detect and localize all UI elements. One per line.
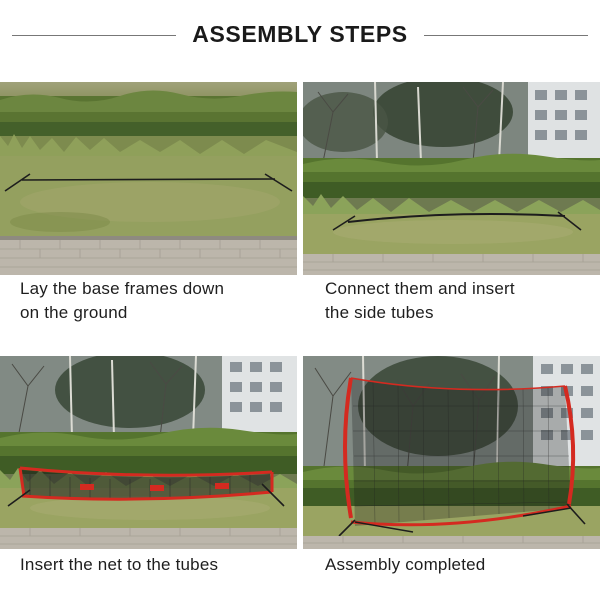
step-1-illustration: [0, 82, 297, 275]
header-rule-left: [12, 35, 176, 36]
assembled-net: [338, 377, 586, 537]
step-3-illustration: [0, 356, 297, 549]
step-3-photo: [0, 356, 297, 549]
step-2-caption-line-2: the side tubes: [325, 303, 434, 322]
step-3-caption: Insert the net to the tubes: [20, 553, 218, 577]
assembly-header: ASSEMBLY STEPS: [0, 18, 600, 54]
base-frame: [347, 213, 566, 223]
step-3-caption-line-1: Insert the net to the tubes: [20, 555, 219, 574]
step-1-caption-line-2: on the ground: [20, 303, 128, 322]
paving: [303, 536, 600, 549]
step-4-caption-line-1: Assembly completed: [325, 555, 486, 574]
header-rule-right: [424, 35, 588, 36]
paving: [0, 528, 297, 549]
step-1-photo: [0, 82, 297, 275]
step-2-caption: Connect them and insert the side tubes: [325, 277, 515, 325]
paving: [0, 240, 297, 275]
step-4-illustration: [303, 356, 600, 549]
net-on-tubes: [18, 466, 274, 501]
paving: [303, 254, 600, 275]
step-2-photo: [303, 82, 600, 275]
step-4-photo: [303, 356, 600, 549]
step-1-caption: Lay the base frames down on the ground: [20, 277, 224, 325]
page-title: ASSEMBLY STEPS: [192, 21, 408, 47]
step-1-caption-line-1: Lay the base frames down: [20, 279, 225, 298]
base-frame: [21, 178, 276, 181]
step-2-caption-line-1: Connect them and insert: [325, 279, 515, 298]
step-2-illustration: [303, 82, 600, 275]
step-4-caption: Assembly completed: [325, 553, 485, 577]
